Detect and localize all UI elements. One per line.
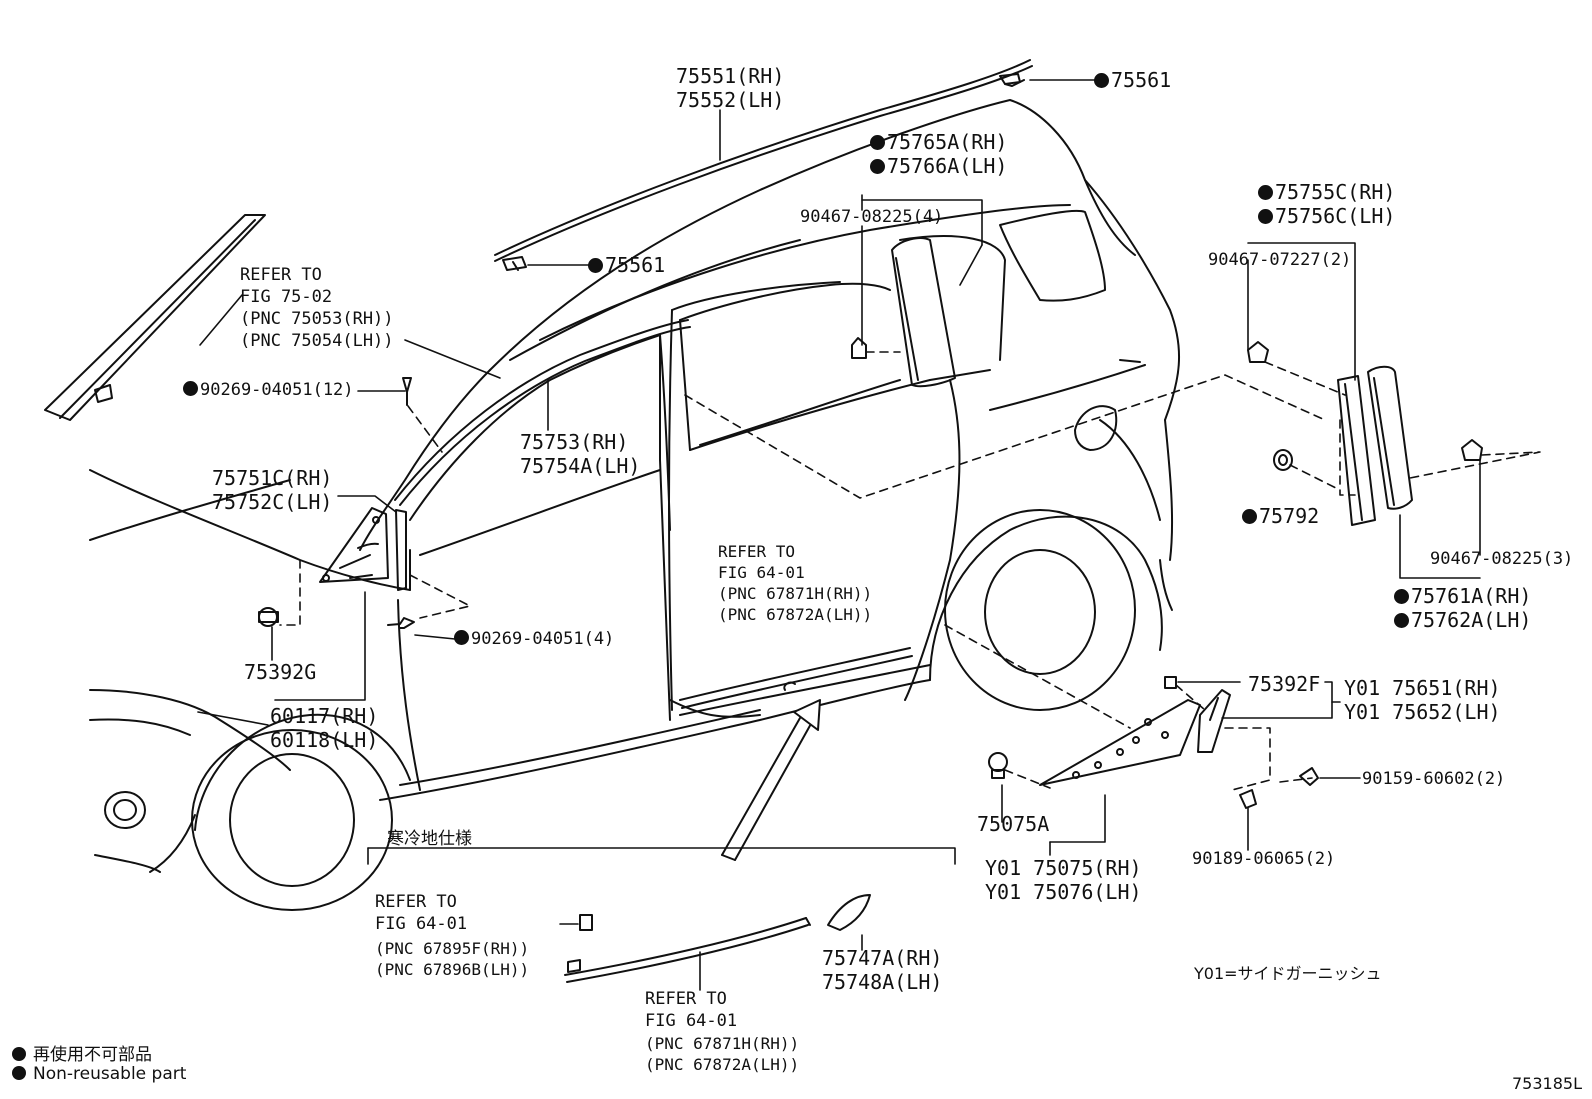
label-part-75747: 75747A(RH) 75748A(LH) [822, 946, 943, 994]
center-pillar-garnish [891, 237, 956, 388]
non-reusable-dot-icon [588, 258, 603, 273]
label-screw-90269-4: 90269-04051(4) [454, 628, 614, 650]
non-reusable-dot-icon [1258, 209, 1273, 224]
label-clip-90189: 90189-06065(2) [1192, 849, 1336, 869]
legend-en: Non-reusable part [12, 1064, 186, 1084]
label-garnish-75755: 75755C(RH) 75756C(LH) [1258, 180, 1395, 228]
label-garnish-y01-75075: Y01 75075(RH) Y01 75076(LH) [985, 856, 1142, 904]
a-pillar-garnish [44, 214, 266, 421]
door-belt-molding [394, 319, 691, 506]
label-cold-spec: 寒冷地仕様 [387, 829, 472, 849]
pointer-arrow [721, 681, 821, 861]
label-clip-75392G: 75392G [244, 660, 317, 684]
non-reusable-dot-icon [454, 630, 469, 645]
non-reusable-dot-icon [1242, 509, 1257, 524]
label-refer-fig-64-01-left: REFER TO FIG 64-01 [375, 892, 468, 934]
label-molding-75753: 75753(RH) 75754A(LH) [520, 430, 641, 478]
clip-75561-mid-shape [502, 256, 527, 271]
label-molding-75751: 75751C(RH) 75752C(LH) [212, 466, 333, 514]
label-screw-90269-12: 90269-04051(12) [183, 379, 354, 401]
non-reusable-dot-icon [12, 1047, 26, 1061]
label-clip-75392F: 75392F [1248, 672, 1321, 696]
non-reusable-dot-icon [870, 159, 885, 174]
non-reusable-dot-icon [1258, 185, 1273, 200]
label-clip-90467-08225-3: 90467-08225(3) [1430, 549, 1574, 569]
lower-right-parts [988, 676, 1319, 809]
car-body-outline [89, 99, 1180, 911]
lower-box-parts [564, 647, 913, 983]
non-reusable-dot-icon [12, 1066, 26, 1080]
door-outlines [397, 235, 1146, 791]
non-reusable-dot-icon [183, 381, 198, 396]
label-clip-75561-mid: 75561 [588, 253, 665, 277]
label-clip-75792: 75792 [1242, 504, 1319, 528]
label-garnish-y01-75651: Y01 75651(RH) Y01 75652(LH) [1344, 676, 1501, 724]
non-reusable-dot-icon [870, 135, 885, 150]
figure-code: 753185L [1512, 1074, 1582, 1093]
non-reusable-dot-icon [1094, 73, 1109, 88]
dashed-lines [279, 351, 1541, 791]
label-refer-fig-64-01-left-pnc: (PNC 67895F(RH)) (PNC 67896B(LH)) [375, 939, 530, 979]
label-roof-molding: 75551(RH) 75552(LH) [676, 64, 785, 112]
non-reusable-dot-icon [1394, 613, 1409, 628]
label-garnish-75765: 75765A(RH) 75766A(LH) [870, 130, 1007, 178]
rear-pillar-garnish [1337, 365, 1413, 526]
label-refer-fig-64-01-door: REFER TO FIG 64-01 (PNC 67871H(RH)) (PNC… [718, 542, 873, 624]
fasteners [258, 337, 1483, 629]
non-reusable-dot-icon [1394, 589, 1409, 604]
label-clip-75075A: 75075A [977, 812, 1050, 836]
legend-jp: 再使用不可部品 [12, 1040, 152, 1065]
label-garnish-75761: 75761A(RH) 75762A(LH) [1394, 584, 1531, 632]
label-refer-fig-64-01-bottom-pnc: (PNC 67871H(RH)) (PNC 67872A(LH)) [645, 1034, 800, 1074]
label-y01-note: Y01=サイドガーニッシュ [1194, 964, 1382, 983]
label-clip-90467-07227-2: 90467-07227(2) [1208, 250, 1352, 270]
front-quarter-garnish [319, 507, 407, 591]
label-refer-fig-75-02: REFER TO FIG 75-02 (PNC 75053(RH)) (PNC … [240, 265, 394, 351]
label-refer-fig-64-01-bottom: REFER TO FIG 64-01 [645, 989, 738, 1031]
label-clip-75561-top: 75561 [1094, 68, 1171, 92]
label-clip-90467-08225-4: 90467-08225(4) [800, 207, 944, 227]
label-clip-90159: 90159-60602(2) [1362, 769, 1506, 789]
leader-lines [197, 79, 1481, 991]
roof-molding [494, 59, 1033, 271]
label-part-60117: 60117(RH) 60118(LH) [270, 704, 379, 752]
